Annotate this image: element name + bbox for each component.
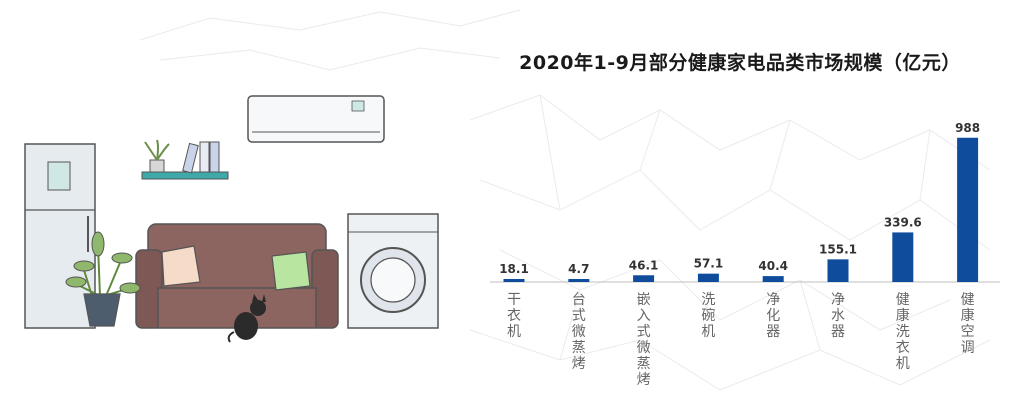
category-label-4: 净化器 bbox=[766, 292, 780, 340]
bar-value-label-2: 46.1 bbox=[629, 258, 659, 272]
chart-title: 2020年1-9月部分健康家电品类市场规模（亿元） bbox=[519, 52, 961, 74]
wall-shelf-illustration bbox=[141, 139, 229, 180]
bar-0 bbox=[503, 279, 525, 282]
category-label-1: 台式微蒸烤 bbox=[572, 292, 586, 372]
sofa-illustration bbox=[135, 223, 339, 329]
bar-6 bbox=[892, 232, 914, 282]
bar-5 bbox=[827, 259, 849, 282]
bar-2 bbox=[633, 275, 655, 282]
bar-value-label-7: 988 bbox=[955, 121, 980, 135]
potted-plant-illustration bbox=[65, 231, 141, 327]
bar-3 bbox=[697, 273, 719, 282]
bar-7 bbox=[957, 137, 979, 282]
bar-value-label-3: 57.1 bbox=[694, 257, 724, 271]
bar-value-label-1: 4.7 bbox=[568, 262, 589, 276]
category-label-0: 干衣机 bbox=[507, 292, 521, 340]
category-label-7: 健康空调 bbox=[961, 292, 975, 356]
category-label-3: 洗碗机 bbox=[701, 292, 715, 340]
category-label-5: 净水器 bbox=[831, 292, 845, 340]
air-conditioner-illustration bbox=[247, 95, 385, 143]
bar-value-label-0: 18.1 bbox=[499, 262, 529, 276]
bar-value-label-6: 339.6 bbox=[884, 215, 922, 229]
bar-value-label-5: 155.1 bbox=[819, 242, 857, 256]
bar-4 bbox=[762, 276, 784, 282]
background-network-pattern bbox=[139, 9, 991, 391]
refrigerator-illustration bbox=[24, 143, 96, 329]
bar-1 bbox=[568, 279, 590, 282]
bars-layer: 18.1 干衣机 4.7 台式微蒸烤 46.1 嵌入式微蒸烤 57.1 洗碗机 40.4 净化器 1… bbox=[499, 121, 980, 388]
category-label-2: 嵌入式微蒸烤 bbox=[637, 292, 651, 388]
bar-value-label-4: 40.4 bbox=[758, 259, 788, 273]
cat-illustration bbox=[227, 294, 266, 343]
washing-machine-illustration bbox=[347, 213, 439, 329]
category-label-6: 健康洗衣机 bbox=[896, 292, 910, 372]
